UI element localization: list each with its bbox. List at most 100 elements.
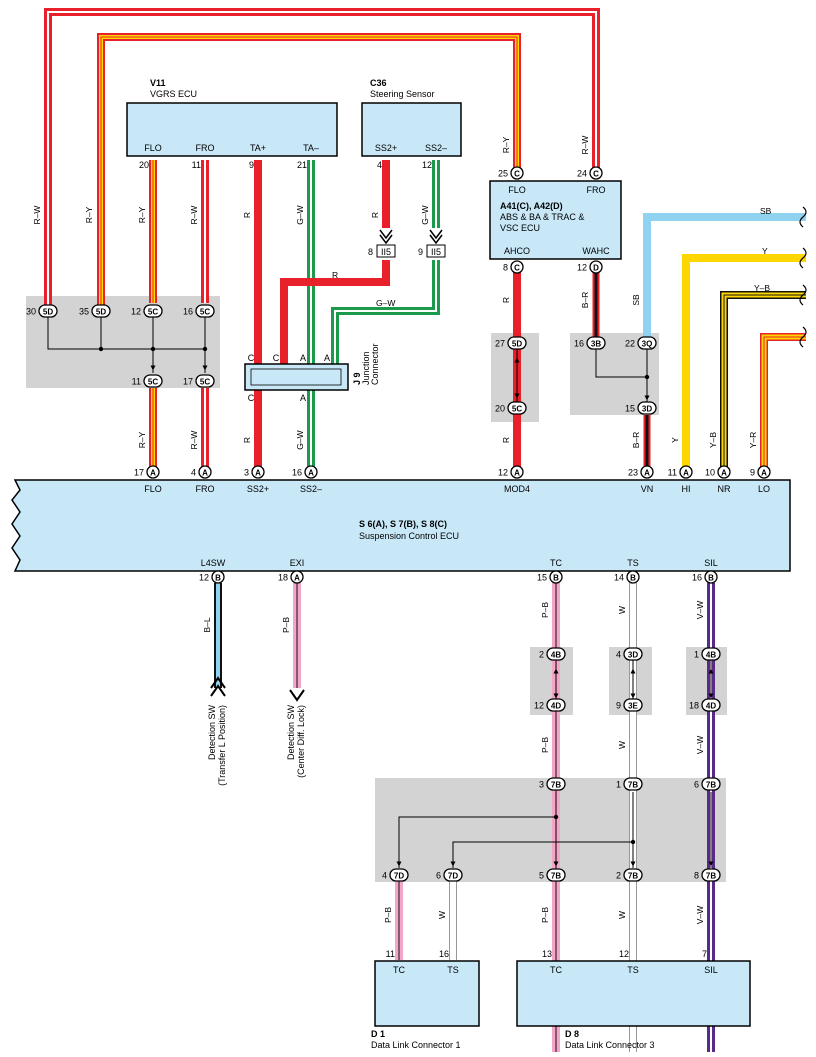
junction-connector-name2: Connector	[370, 343, 380, 385]
svg-text:12: 12	[199, 573, 209, 583]
junction-connector-box	[244, 363, 349, 391]
svg-text:4: 4	[382, 871, 387, 881]
svg-text:15: 15	[537, 573, 547, 583]
ecu-top-clip: A 23	[628, 465, 654, 479]
ecu-top-clip: A3	[244, 465, 265, 479]
dlc-clip: 7B5	[539, 868, 566, 882]
svg-text:9: 9	[616, 701, 621, 711]
pin-number: 12	[619, 949, 629, 959]
svg-text:7B: 7B	[628, 872, 638, 881]
svg-text:3Q: 3Q	[642, 340, 653, 349]
wire-color-label: B–L	[202, 617, 212, 632]
pin-number: 20	[139, 160, 149, 170]
wire-color-label: V–W	[695, 601, 705, 619]
svg-text:C: C	[514, 264, 520, 273]
wire-color-label: P–B	[540, 907, 550, 923]
ii5-pin: 9	[418, 247, 423, 257]
dlc1-name: Data Link Connector 1	[371, 1040, 461, 1050]
svg-text:30: 30	[26, 307, 36, 317]
vgrs-ecu-name: VGRS ECU	[150, 89, 197, 99]
svg-text:17: 17	[134, 468, 144, 478]
svg-text:3D: 3D	[642, 405, 652, 414]
wire-color-label: W	[617, 741, 627, 749]
vgrs-terminal: FRO	[196, 143, 215, 153]
wire-label-gw-horizontal: G–W	[376, 298, 395, 308]
pin-number: 11	[192, 160, 201, 170]
wire-color-label: W	[437, 911, 447, 919]
svg-text:5C: 5C	[200, 308, 210, 317]
ecu-bottom-clip: A18	[278, 570, 304, 584]
svg-text:A: A	[644, 469, 650, 478]
svg-text:5D: 5D	[96, 308, 106, 317]
svg-text:9: 9	[750, 468, 755, 478]
ecu-terminal-tc: TC	[550, 558, 562, 568]
svg-text:27: 27	[495, 339, 505, 349]
svg-text:5C: 5C	[200, 378, 210, 387]
wire-label-r-horizontal: R	[332, 270, 338, 280]
svg-text:17: 17	[183, 377, 193, 387]
ecu-top-clip: A17	[134, 465, 160, 479]
wire-color-label: G–W	[295, 205, 305, 224]
wire-color-label: V–W	[695, 906, 705, 924]
ecu-terminal-flo: FLO	[144, 484, 162, 494]
wire-color-label: V–W	[695, 736, 705, 754]
svg-text:4: 4	[616, 650, 621, 660]
wire-color-label: R–Y	[501, 136, 511, 153]
ecu-bottom-clip: B15	[537, 570, 563, 584]
dlc3-name: Data Link Connector 3	[565, 1040, 655, 1050]
svg-text:12: 12	[498, 468, 508, 478]
svg-text:3: 3	[244, 468, 249, 478]
abs-terminal: WAHC	[582, 246, 610, 256]
svg-text:7D: 7D	[448, 872, 458, 881]
abs-clip: C25	[498, 166, 524, 180]
svg-text:A: A	[255, 469, 261, 478]
wire-color-label: R–Y	[137, 206, 147, 223]
svg-text:23: 23	[628, 468, 638, 478]
pin-number: 4	[377, 160, 382, 170]
svg-text:8: 8	[694, 871, 699, 881]
svg-text:7B: 7B	[551, 781, 561, 790]
svg-text:6: 6	[694, 780, 699, 790]
ecu-bottom-clip: B16	[692, 570, 718, 584]
ts-clip: 3D4	[616, 647, 643, 661]
dlc1-terminal: TC	[393, 965, 405, 975]
steering-sensor-id: C36	[370, 78, 387, 88]
wire-color-label: R–W	[580, 136, 590, 155]
offpage-l4sw-line2: (Transfer L Position)	[217, 705, 227, 786]
dlc-clip: 7D4	[382, 868, 409, 882]
svg-text:A: A	[202, 469, 208, 478]
pin-number: 7	[702, 949, 707, 959]
offpage-l4sw-line1: Detection SW	[207, 705, 217, 761]
svg-text:4B: 4B	[551, 651, 561, 660]
vgrs-ecu-box	[126, 102, 338, 157]
abs-clip: D12	[577, 260, 603, 274]
wire-color-label: B–R	[580, 292, 590, 309]
dlc-clip: 7B1	[616, 777, 643, 791]
wire-color-label: R–Y	[84, 206, 94, 223]
wire-color-label: R–Y	[137, 431, 147, 448]
svg-text:7B: 7B	[628, 781, 638, 790]
ecu-terminal-mod4: MOD4	[504, 484, 530, 494]
offpage-exi-line2: (Center Diff. Lock)	[296, 705, 306, 778]
svg-text:3B: 3B	[591, 340, 601, 349]
wire-color-label: P–B	[540, 602, 550, 618]
mod4-clip: 5D 27	[495, 336, 527, 350]
ecu-terminal-ss2m: SS2–	[300, 484, 322, 494]
ts-clip: 3E9	[616, 698, 643, 712]
wire-color-label: Y–B	[708, 432, 718, 448]
svg-text:5D: 5D	[512, 340, 522, 349]
pin-number: 11	[386, 949, 395, 959]
dlc-clip: 7B8	[694, 868, 721, 882]
svg-text:25: 25	[498, 169, 508, 179]
ecu-terminal-sil: SIL	[704, 558, 718, 568]
svg-text:B: B	[630, 574, 636, 583]
svg-text:12: 12	[577, 263, 587, 273]
svg-text:20: 20	[495, 404, 505, 414]
abs-vsc-ecu-box	[489, 180, 622, 260]
abs-terminal: AHCO	[504, 246, 530, 256]
